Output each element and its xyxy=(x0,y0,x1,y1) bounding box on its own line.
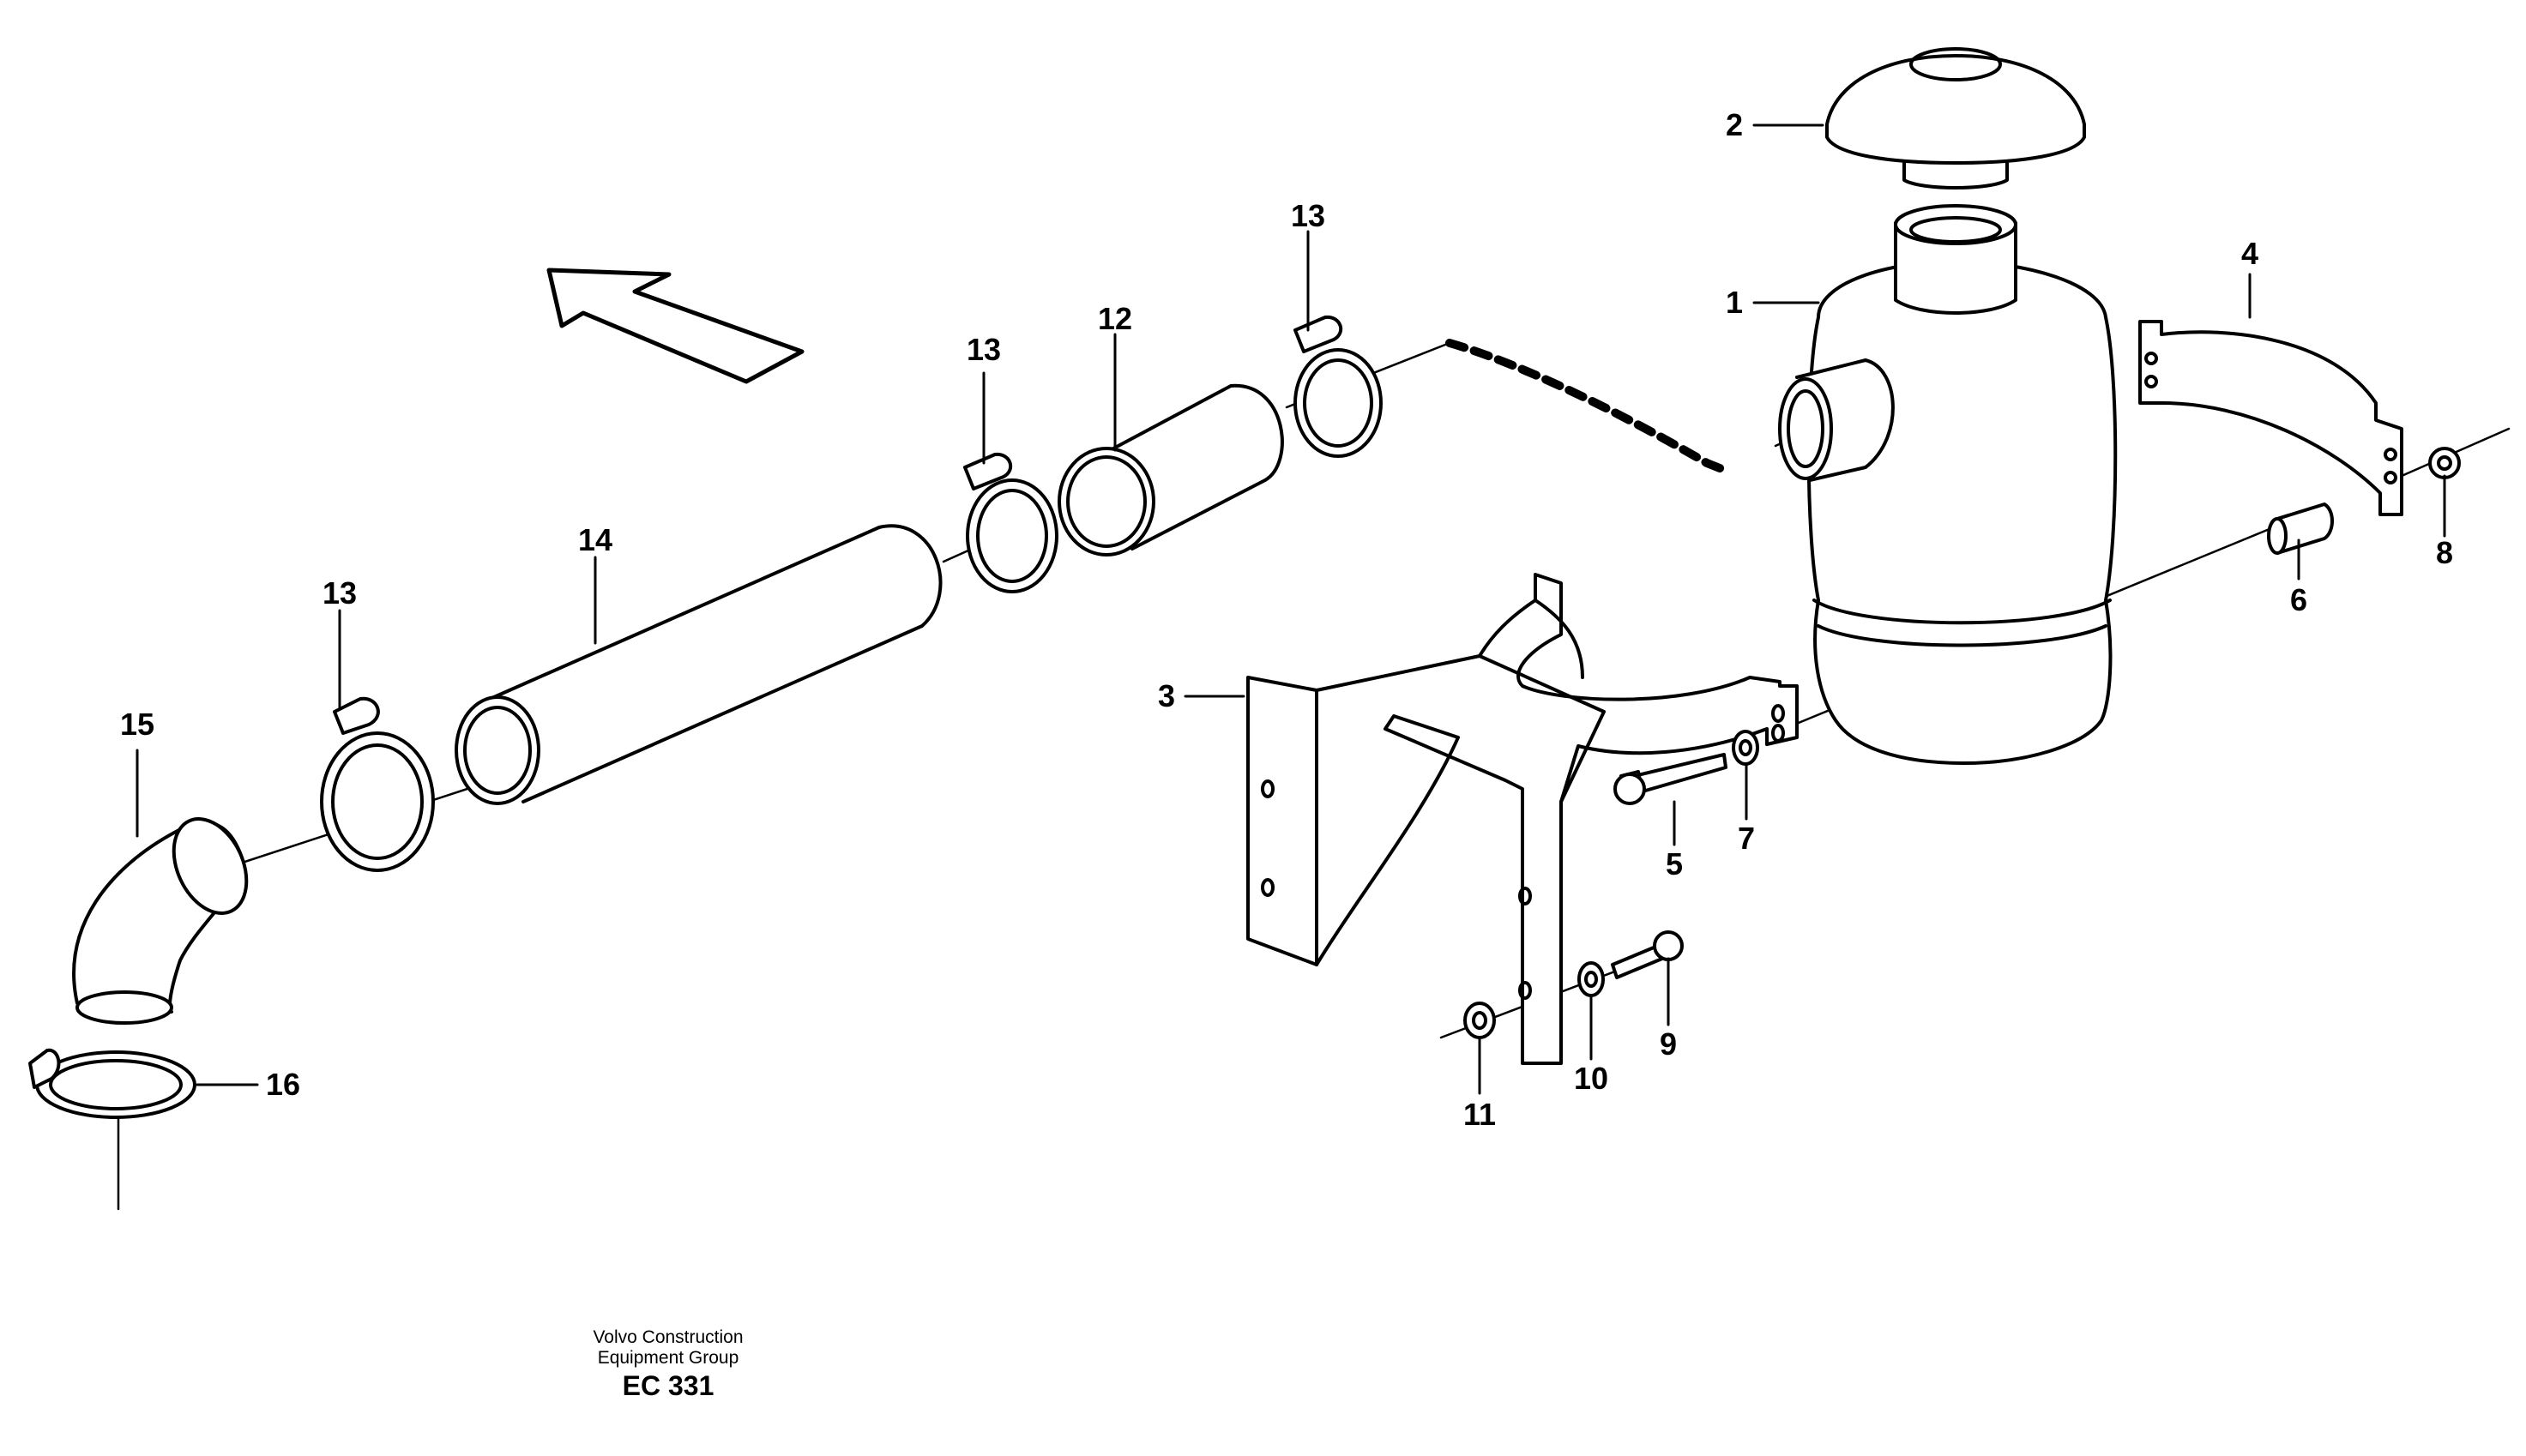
hose-part-12 xyxy=(1058,383,1284,557)
hose-clamp-part-13a xyxy=(1293,315,1383,458)
callout-16: 16 xyxy=(265,1067,301,1102)
callout-4: 4 xyxy=(2240,236,2259,271)
bracket-part xyxy=(1246,573,1799,1065)
callout-leaders xyxy=(136,123,2446,1095)
callout-3: 3 xyxy=(1157,678,1176,713)
callout-12: 12 xyxy=(1097,301,1133,336)
callout-10: 10 xyxy=(1573,1061,1609,1096)
hose-part-14 xyxy=(455,524,943,805)
nut-part-8 xyxy=(2428,447,2461,479)
rain-cap-part xyxy=(1825,47,2086,190)
hose-clamp-part-16 xyxy=(28,1048,196,1119)
callout-5: 5 xyxy=(1665,846,1684,881)
callout-2: 2 xyxy=(1725,107,1744,142)
flow-direction-arrow-icon xyxy=(546,268,805,384)
callout-11: 11 xyxy=(1462,1097,1497,1132)
publisher-footer: Volvo Construction Equipment Group EC 33… xyxy=(593,1327,743,1403)
callout-7: 7 xyxy=(1737,821,1756,856)
hose-clamp-part-13b xyxy=(963,452,1058,593)
hose-clamp-part-13c xyxy=(320,696,435,872)
mounting-strap-part xyxy=(2138,320,2403,516)
air-cleaner-part xyxy=(1778,204,2118,765)
callout-14: 14 xyxy=(577,522,613,557)
washer-part-7 xyxy=(1732,730,1759,766)
hose-route-dashed xyxy=(1445,339,1728,474)
nut-part-11 xyxy=(1463,1002,1496,1039)
bolt-part-5 xyxy=(1613,753,1727,805)
callout-1: 1 xyxy=(1725,285,1744,320)
publisher-name-line1: Volvo Construction xyxy=(593,1327,744,1347)
publisher-name-line2: Equipment Group xyxy=(597,1348,739,1368)
spacer-part xyxy=(2267,502,2334,555)
callout-8: 8 xyxy=(2435,535,2454,570)
callout-13-right: 13 xyxy=(1290,198,1326,233)
diagram-code: EC 331 xyxy=(622,1370,714,1401)
callout-9: 9 xyxy=(1659,1026,1678,1062)
callout-6: 6 xyxy=(2289,582,2308,617)
bolt-part-9 xyxy=(1611,930,1684,979)
callout-13-left: 13 xyxy=(322,575,358,611)
callout-13-middle: 13 xyxy=(966,332,1002,367)
elbow-part-15 xyxy=(72,817,249,1025)
callout-15: 15 xyxy=(119,707,155,742)
washer-part-10 xyxy=(1577,961,1605,997)
